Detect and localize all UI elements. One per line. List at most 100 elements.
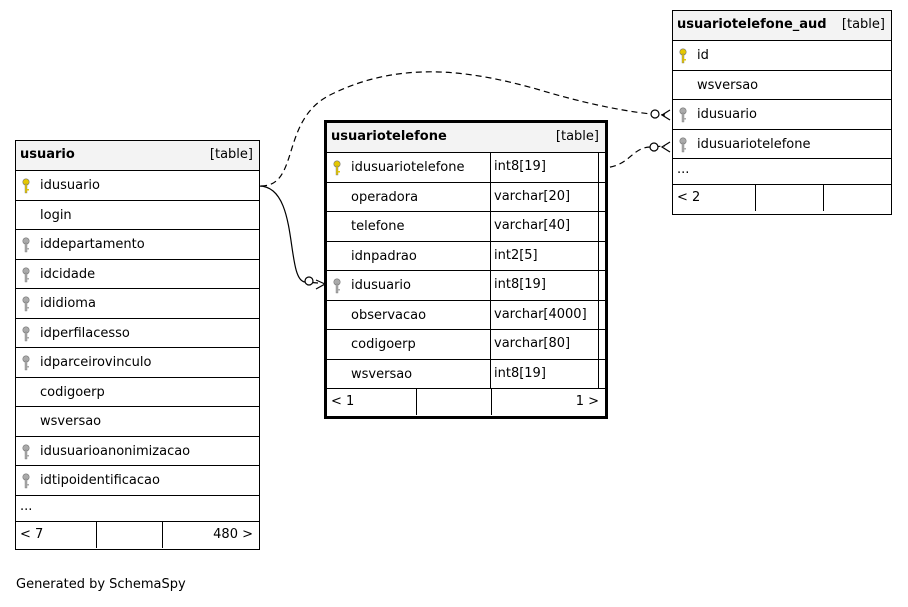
column-name: operadora	[351, 189, 419, 205]
relation-usuario-usuariotelefone	[258, 185, 319, 284]
children-count[interactable]: 1 >	[575, 394, 599, 409]
table-usuariotelefone_aud[interactable]: usuariotelefone_aud [table] id wsversao id…	[672, 10, 892, 215]
column-row[interactable]: codigoerp	[16, 378, 259, 407]
table-type: [table]	[209, 147, 253, 162]
column-row[interactable]: idparceirovinculo	[16, 348, 259, 378]
column-row[interactable]: idcidade	[16, 260, 259, 289]
column-name: idusuariotelefone	[351, 160, 465, 175]
table-footer: < 1 1 >	[327, 389, 605, 415]
more-columns: ...	[16, 496, 259, 522]
column-name: idcidade	[40, 266, 96, 282]
table-usuariotelefone[interactable]: usuariotelefone [table] idusuariotelefon…	[324, 120, 608, 419]
row-scroll-track	[598, 300, 605, 329]
row-scroll-track	[598, 182, 605, 211]
column-name: wsversao	[351, 366, 413, 382]
table-name[interactable]: usuariotelefone	[331, 129, 447, 144]
column-name: codigoerp	[40, 384, 105, 400]
parents-count[interactable]: < 7	[20, 526, 44, 542]
column-type: int2[5]	[490, 241, 599, 270]
column-row[interactable]: idperfilacesso	[16, 319, 259, 348]
column-row[interactable]: wsversao	[16, 407, 259, 437]
column-row[interactable]: operadora varchar[20]	[327, 182, 605, 212]
column-type: varchar[80]	[490, 330, 599, 359]
column-name: login	[40, 207, 72, 223]
column-name: wsversao	[40, 414, 102, 429]
row-scroll-track	[598, 241, 605, 270]
table-footer: < 7 480 >	[16, 521, 259, 548]
column-name: idusuario	[697, 107, 757, 122]
column-name: idusuarioanonimizacao	[40, 443, 191, 459]
column-row[interactable]: codigoerp varchar[80]	[327, 330, 605, 360]
column-name: observacao	[351, 307, 427, 323]
column-name: id	[697, 48, 709, 63]
primary-key-icon	[21, 178, 31, 194]
column-row[interactable]: idusuario	[16, 171, 259, 201]
primary-key-icon	[332, 160, 342, 176]
column-name: idnpadrao	[351, 248, 417, 264]
column-name: idusuario	[40, 178, 100, 193]
foreign-key-icon	[678, 136, 688, 153]
parents-count[interactable]: < 1	[331, 394, 355, 409]
column-row[interactable]: idtipoidentificacao	[16, 466, 259, 496]
foreign-key-icon	[21, 355, 31, 371]
table-header: usuariotelefone_aud [table]	[673, 11, 891, 41]
column-row[interactable]: ididioma	[16, 289, 259, 319]
column-name: telefone	[351, 219, 405, 234]
primary-key-icon	[678, 48, 688, 64]
row-scroll-track	[598, 212, 605, 241]
column-type: varchar[40]	[490, 212, 599, 241]
children-count[interactable]: 480 >	[213, 526, 253, 542]
column-row[interactable]: telefone varchar[40]	[327, 212, 605, 242]
column-row[interactable]: wsversao int8[19]	[327, 359, 605, 389]
column-row[interactable]: login	[16, 201, 259, 230]
column-row[interactable]: idusuario int8[19]	[327, 271, 605, 301]
column-name: idtipoidentificacao	[40, 473, 160, 488]
column-row[interactable]: id	[673, 41, 891, 71]
table-header: usuario [table]	[16, 141, 259, 171]
column-row[interactable]: iddepartamento	[16, 230, 259, 260]
column-row[interactable]: observacao varchar[4000]	[327, 300, 605, 330]
foreign-key-icon	[21, 325, 31, 342]
table-type: [table]	[841, 17, 885, 32]
generated-by-label: Generated by SchemaSpy	[16, 577, 186, 592]
column-row[interactable]: wsversao	[673, 71, 891, 100]
foreign-key-icon	[21, 237, 31, 253]
column-name: idusuariotelefone	[697, 136, 811, 152]
table-header: usuariotelefone [table]	[327, 123, 605, 153]
column-type: int8[19]	[490, 359, 599, 388]
row-scroll-track	[598, 330, 605, 359]
column-name: ididioma	[40, 296, 96, 311]
row-scroll-track	[598, 153, 605, 182]
row-scroll-track	[598, 359, 605, 388]
foreign-key-icon	[678, 107, 688, 123]
foreign-key-icon	[21, 473, 31, 489]
column-name: codigoerp	[351, 337, 416, 352]
more-columns: ...	[673, 159, 891, 185]
foreign-key-icon	[21, 296, 31, 312]
column-type: varchar[20]	[490, 182, 599, 211]
foreign-key-icon	[21, 443, 31, 460]
table-name[interactable]: usuario	[20, 147, 75, 162]
column-row[interactable]: idusuariotelefone	[673, 130, 891, 159]
column-name: iddepartamento	[40, 237, 145, 252]
foreign-key-icon	[332, 278, 342, 294]
table-footer: < 2	[673, 185, 891, 211]
column-row[interactable]: idusuario	[673, 100, 891, 130]
column-type: varchar[4000]	[490, 300, 599, 329]
column-row[interactable]: idnpadrao int2[5]	[327, 241, 605, 271]
column-type: int8[19]	[490, 271, 599, 300]
foreign-key-icon	[21, 266, 31, 283]
row-scroll-track	[598, 271, 605, 300]
parents-count[interactable]: < 2	[677, 190, 701, 205]
column-name: idusuario	[351, 278, 411, 293]
column-type: int8[19]	[490, 153, 599, 182]
table-usuario[interactable]: usuario [table] idusuario login iddepartam…	[15, 140, 260, 550]
column-row[interactable]: idusuariotelefone int8[19]	[327, 153, 605, 183]
column-name: idperfilacesso	[40, 325, 130, 341]
column-row[interactable]: idusuarioanonimizacao	[16, 437, 259, 466]
column-name: idparceirovinculo	[40, 355, 152, 370]
table-name[interactable]: usuariotelefone_aud	[677, 17, 827, 32]
column-name: wsversao	[697, 77, 759, 93]
table-type: [table]	[555, 129, 599, 144]
relation-usuario-aud	[260, 71, 666, 187]
